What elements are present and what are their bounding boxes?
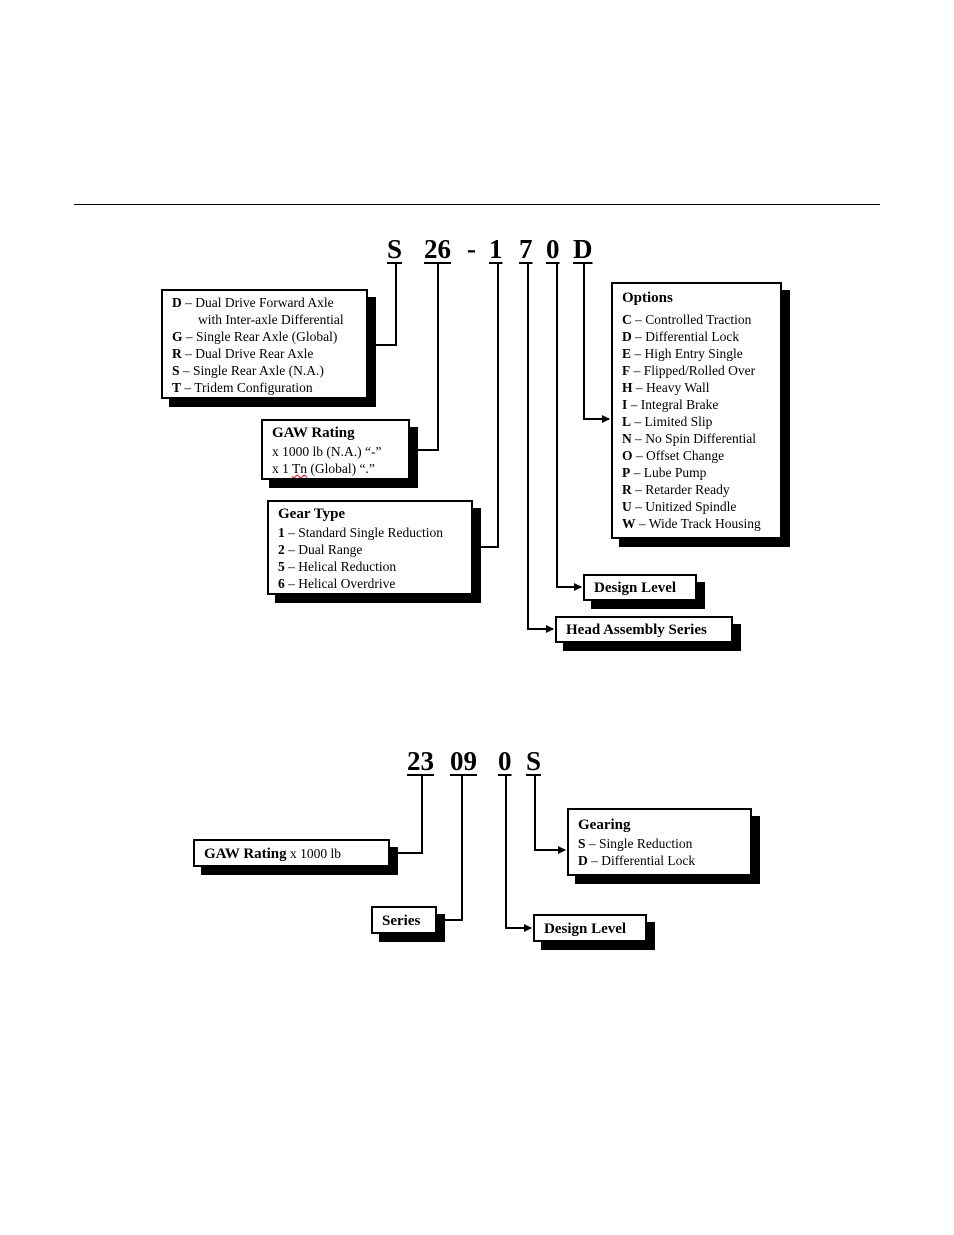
series-label: Series xyxy=(382,913,421,929)
gaw-title: GAW Rating xyxy=(272,425,355,441)
design-level-box: Design Level xyxy=(583,574,697,601)
config-line: R – Dual Drive Rear Axle xyxy=(172,346,314,361)
gaw-rating-2-label: GAW Rating x 1000 lb xyxy=(204,846,342,862)
config-line: D – Dual Drive Forward Axle xyxy=(172,295,334,310)
option-line: N – No Spin Differential xyxy=(622,431,756,446)
option-line: W – Wide Track Housing xyxy=(622,516,761,531)
gearing-box: Gearing S – Single Reduction D – Differe… xyxy=(567,808,752,876)
option-line: F – Flipped/Rolled Over xyxy=(622,363,756,378)
head-assembly-series-label: Head Assembly Series xyxy=(566,622,707,638)
series-box: Series xyxy=(371,906,437,934)
design-level-2-label: Design Level xyxy=(544,921,627,937)
connector-gaw-2 xyxy=(390,775,423,854)
option-line: P – Lube Pump xyxy=(622,465,707,480)
gearing-title: Gearing xyxy=(578,817,631,833)
code-char-gaw: 26 xyxy=(424,234,451,264)
gear-line: 2 – Dual Range xyxy=(278,542,363,557)
option-line: H – Heavy Wall xyxy=(622,380,710,395)
connector-configuration xyxy=(373,264,397,346)
code-char-options: D xyxy=(573,234,593,264)
gear-type-title: Gear Type xyxy=(278,506,346,522)
connector-gaw xyxy=(409,264,439,451)
option-line: C – Controlled Traction xyxy=(622,312,752,327)
design-level-2-box: Design Level xyxy=(533,914,647,942)
code-char-axle: S xyxy=(387,234,403,264)
connector-gearing xyxy=(534,775,566,854)
code-char-design: 0 xyxy=(546,234,560,264)
option-line: D – Differential Lock xyxy=(622,329,740,344)
option-line: I – Integral Brake xyxy=(622,397,719,412)
connector-gear-type xyxy=(472,264,499,548)
option-line: E – High Entry Single xyxy=(622,346,743,361)
gaw-rating-box: GAW Rating x 1000 lb (N.A.) “-” x 1 Tn (… xyxy=(261,419,410,480)
gearing-line: S – Single Reduction xyxy=(578,836,693,851)
gear-line: 1 – Standard Single Reduction xyxy=(278,525,443,540)
connector-design-level xyxy=(556,264,582,591)
gear-type-box: Gear Type 1 – Standard Single Reduction … xyxy=(267,500,473,595)
code-char-head: 7 xyxy=(519,234,533,264)
gear-line: 6 – Helical Overdrive xyxy=(278,576,396,591)
connector-design-level-2 xyxy=(505,775,532,932)
connector-options xyxy=(583,264,610,423)
design-level-label: Design Level xyxy=(594,580,677,596)
code-separator: - xyxy=(467,234,476,264)
config-line: S – Single Rear Axle (N.A.) xyxy=(172,363,324,378)
gearing-line: D – Differential Lock xyxy=(578,853,696,868)
gear-line: 5 – Helical Reduction xyxy=(278,559,397,574)
option-line: U – Unitized Spindle xyxy=(622,499,737,514)
option-line: L – Limited Slip xyxy=(622,414,713,429)
option-line: R – Retarder Ready xyxy=(622,482,730,497)
option-line: O – Offset Change xyxy=(622,448,725,463)
config-line: G – Single Rear Axle (Global) xyxy=(172,329,338,344)
code2-char-design: 0 xyxy=(498,746,512,776)
config-line: T – Tridem Configuration xyxy=(172,380,313,395)
options-box: Options C – Controlled Traction D – Diff… xyxy=(611,282,782,539)
configuration-box: D – Dual Drive Forward Axle with Inter-a… xyxy=(161,289,368,399)
connector-head-series xyxy=(527,264,554,633)
code2-char-series: 09 xyxy=(450,746,477,776)
gaw-line: x 1 Tn (Global) “.” xyxy=(272,461,375,476)
gaw-rating-2-box: GAW Rating x 1000 lb xyxy=(193,839,390,867)
gaw-line: x 1000 lb (N.A.) “-” xyxy=(272,444,382,459)
connector-series xyxy=(437,775,463,921)
code-char-gear: 1 xyxy=(489,234,503,264)
code2-char-gaw: 23 xyxy=(407,746,434,776)
config-line: with Inter-axle Differential xyxy=(198,312,344,327)
options-title: Options xyxy=(622,290,673,306)
header-rule xyxy=(74,204,880,205)
head-assembly-series-box: Head Assembly Series xyxy=(555,616,733,643)
code2-char-gearing: S xyxy=(526,746,542,776)
